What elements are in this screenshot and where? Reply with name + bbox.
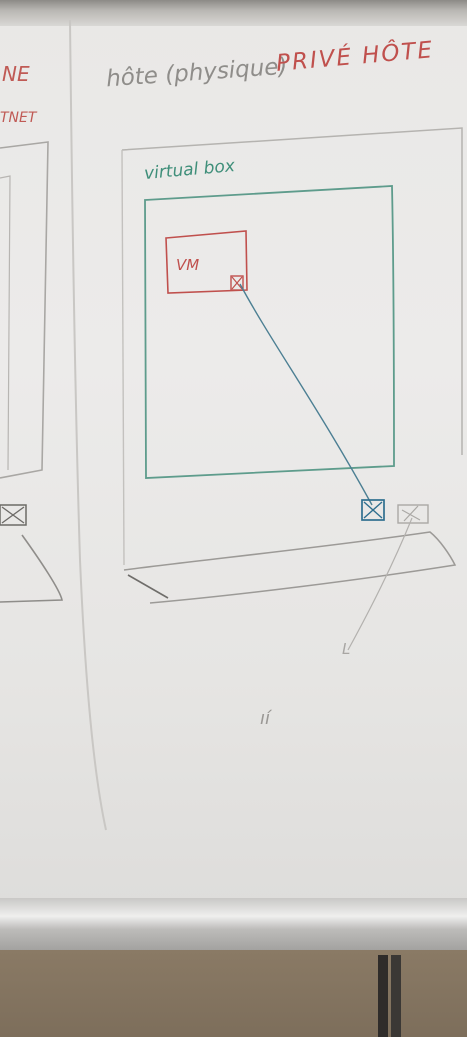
whiteboard-tray: [0, 898, 467, 950]
divider-line: [69, 19, 107, 831]
left-fragment-bottom: TNET: [0, 110, 37, 126]
virtualbox-box: [144, 185, 395, 479]
wall-below: [0, 950, 467, 1037]
host-box-left: [121, 149, 125, 566]
small-mark-l: L: [342, 640, 351, 658]
host-port-icon: [361, 499, 385, 521]
left-fragment-top: NE: [2, 62, 30, 86]
vm-to-host-link: [239, 283, 373, 506]
vm-label: VM: [176, 256, 200, 274]
host-box: [121, 127, 463, 455]
left-base: [0, 534, 63, 603]
host-base-edge: [127, 574, 169, 599]
post-left: [378, 955, 388, 1037]
left-inner-line: [0, 175, 11, 471]
post-right: [391, 955, 401, 1037]
left-port-icon: [0, 504, 27, 526]
faint-link: [347, 517, 413, 651]
whiteboard-drawing: [0, 19, 463, 831]
vm-box: [165, 230, 248, 294]
small-mark-scribble: ıí: [260, 708, 271, 729]
whiteboard-top-frame: [0, 0, 467, 26]
left-box: [0, 141, 49, 479]
host-port-2-icon: [397, 504, 429, 524]
vm-port-icon: [230, 275, 244, 291]
host-base: [123, 531, 457, 604]
